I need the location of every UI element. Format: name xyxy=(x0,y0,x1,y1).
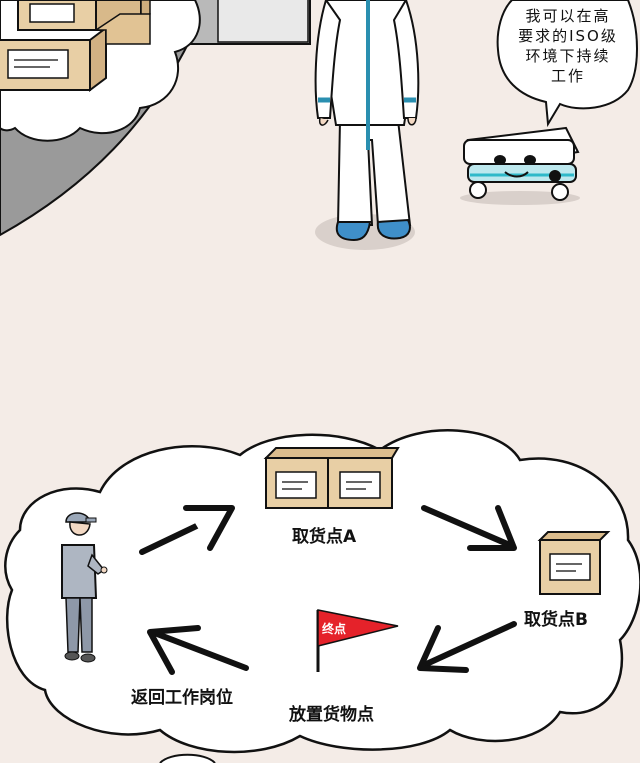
speech-line: 我可以在高 xyxy=(525,7,611,25)
agv-robot xyxy=(460,126,580,205)
pickup-a-boxes xyxy=(263,447,400,509)
next-cloud-edge xyxy=(159,753,216,763)
speech-line: 要求的ISO级 xyxy=(518,27,618,45)
speech-bubble xyxy=(496,0,638,128)
arrow-to-return xyxy=(147,625,249,675)
finish-flag xyxy=(316,609,399,672)
box-stack xyxy=(0,0,151,92)
cleanroom-worker xyxy=(314,0,420,250)
arrow-to-pickup-b xyxy=(421,505,517,551)
return-label: 返回工作岗位 xyxy=(131,688,233,708)
pickup-a-label: 取货点A xyxy=(292,527,357,547)
arrow-to-pickup-a xyxy=(139,505,235,555)
flag-label: 终点 xyxy=(322,622,347,636)
speech-line: 环境下持续 xyxy=(525,47,611,65)
arrow-to-dropoff xyxy=(417,621,517,673)
dropoff-label: 放置货物点 xyxy=(289,705,374,725)
warehouse-worker xyxy=(61,512,108,663)
speech-line: 工作 xyxy=(550,67,585,85)
workflow-cloud xyxy=(4,429,640,754)
pickup-b-box xyxy=(537,531,611,595)
speech-bubble-text: 我可以在高 要求的ISO级 环境下持续 工作 xyxy=(503,6,633,86)
pickup-b-label: 取货点B xyxy=(524,610,588,630)
